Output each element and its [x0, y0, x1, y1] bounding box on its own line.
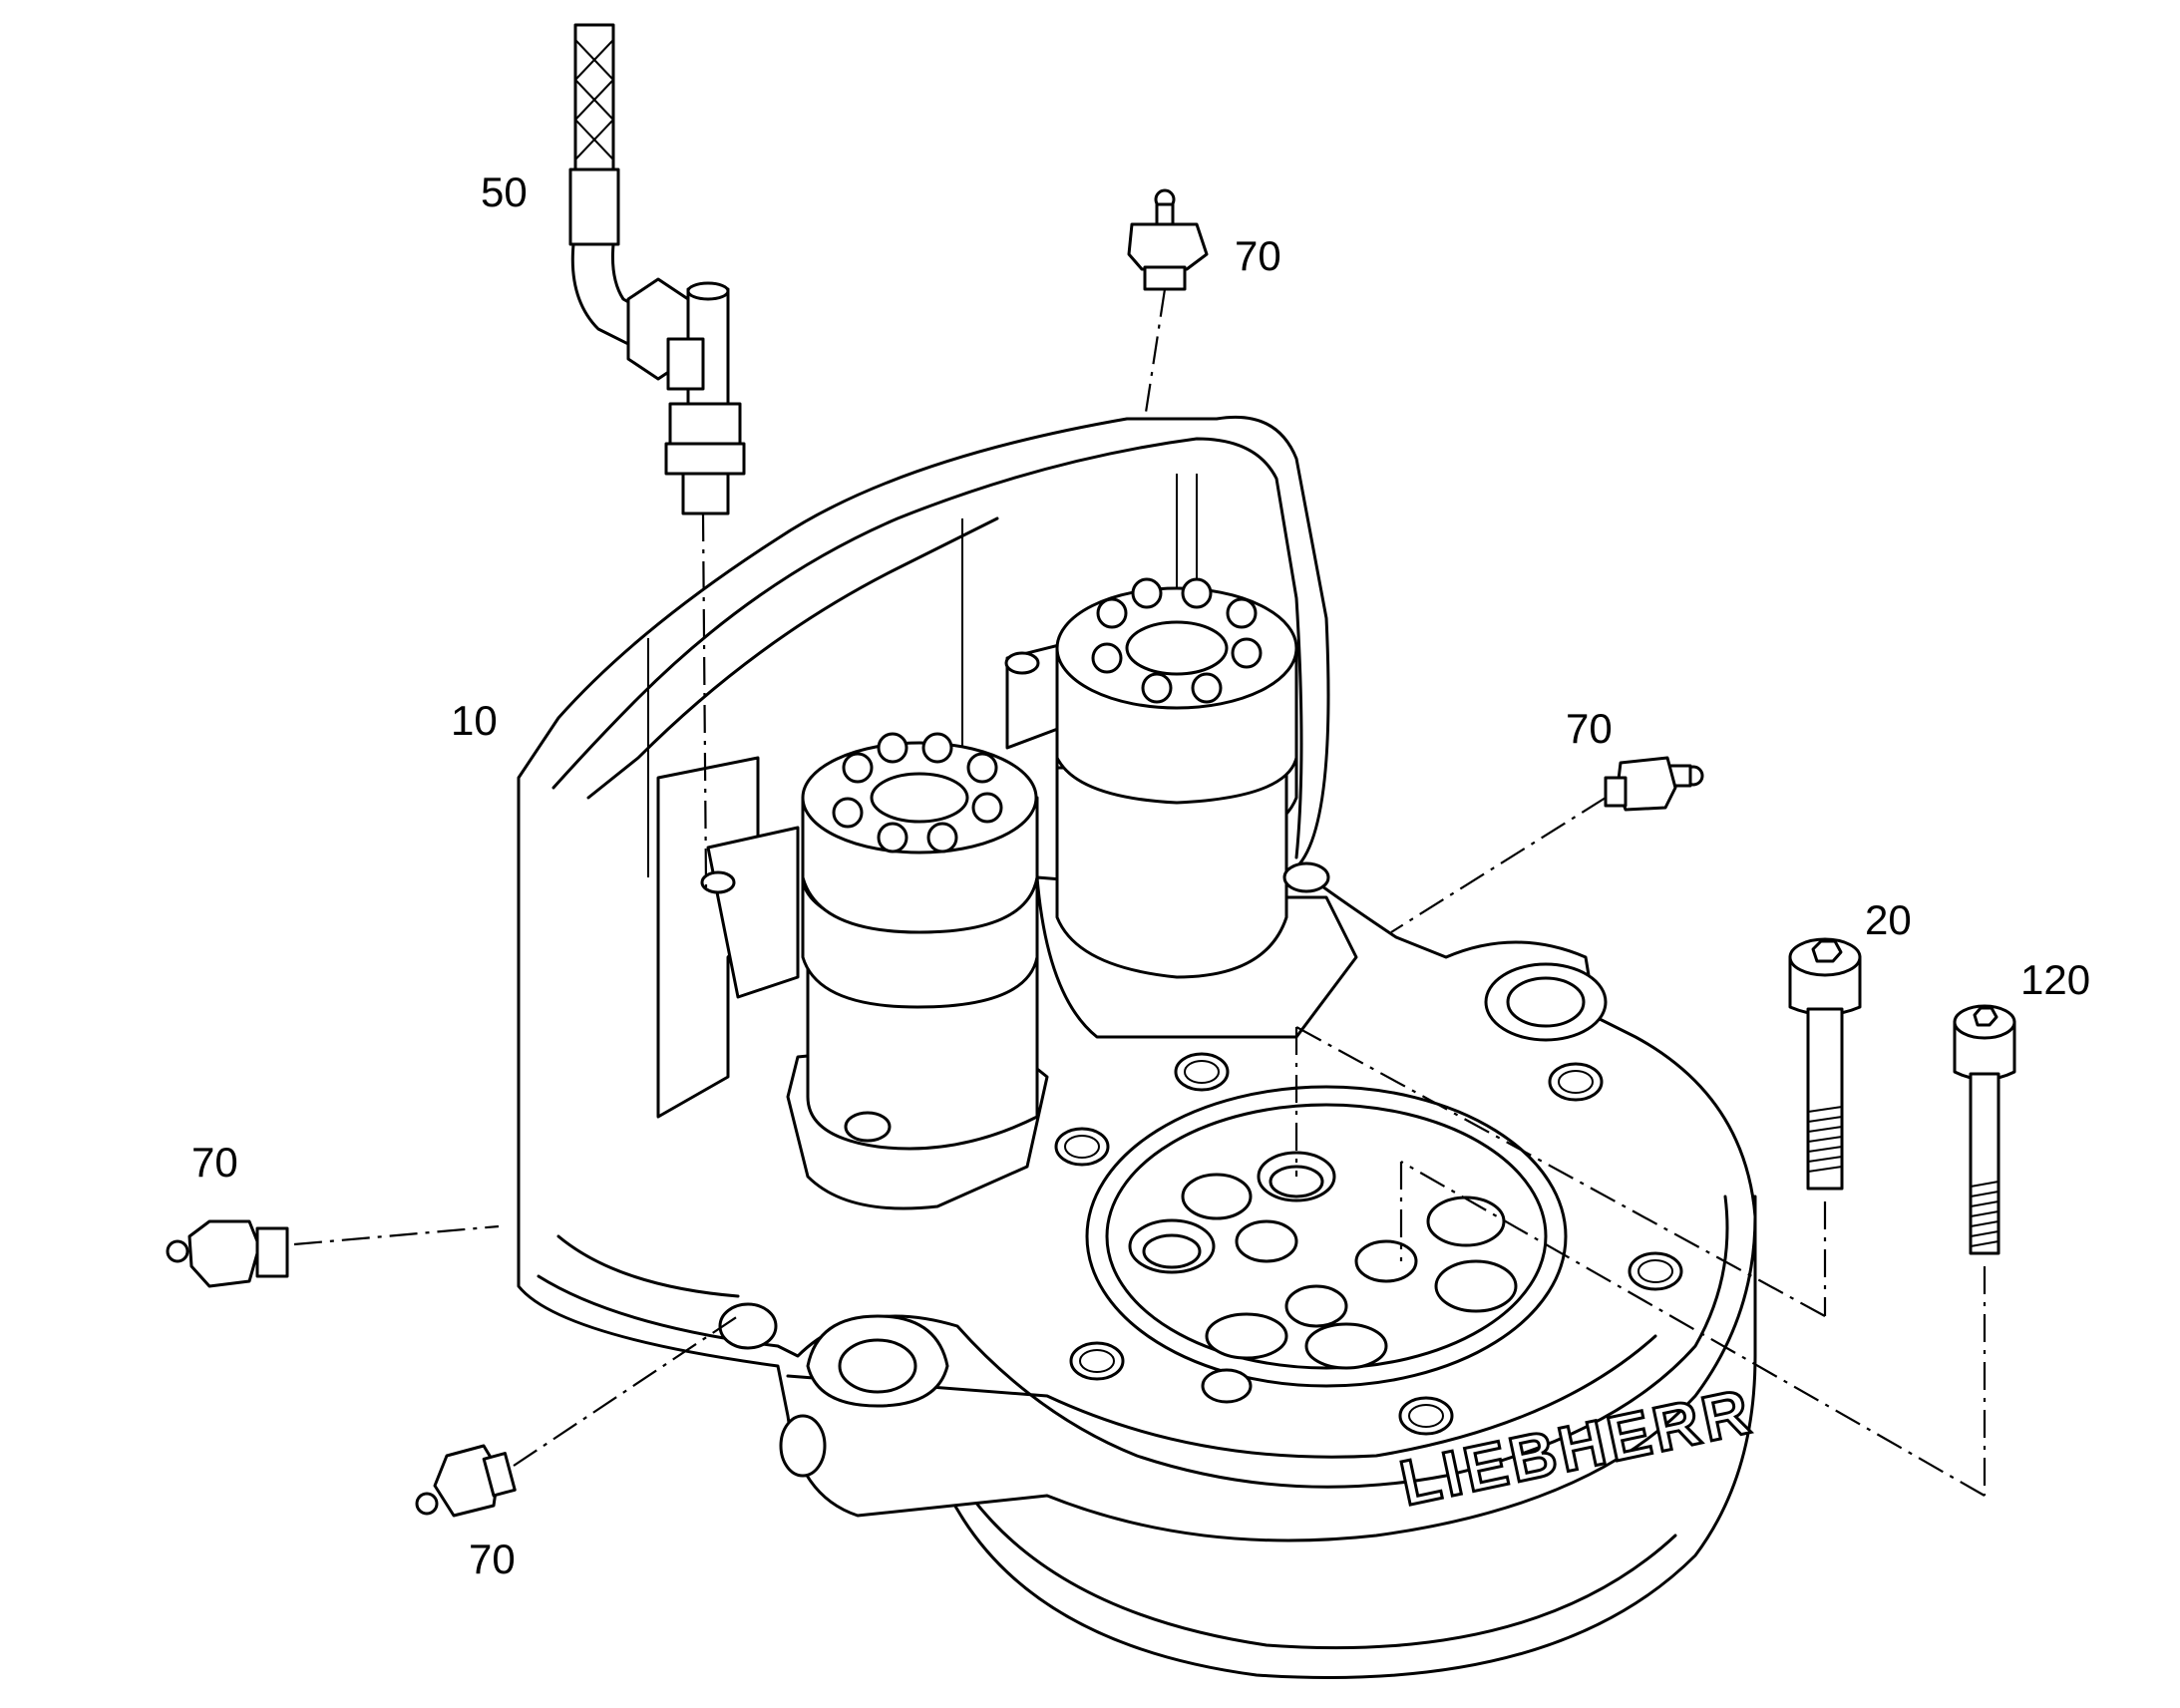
grease-nipple-right — [1604, 756, 1704, 812]
callout-50: 50 — [481, 169, 528, 215]
grease-nipple-top — [1127, 188, 1209, 291]
callout-10: 10 — [451, 697, 498, 744]
assembly-lines — [293, 288, 1987, 1497]
grease-nipple-left — [166, 1219, 289, 1288]
housing-part-10: LIEBHERR — [517, 415, 1761, 1679]
callout-120: 120 — [2020, 956, 2091, 1003]
left-hydraulic-motor — [801, 732, 1039, 1151]
right-hydraulic-motor — [1055, 577, 1330, 979]
threaded-holes — [1054, 1052, 1683, 1436]
callout-70-top: 70 — [1235, 232, 1281, 279]
callout-70-right: 70 — [1566, 705, 1613, 752]
right-motor-bolts — [1091, 577, 1263, 704]
callout-20: 20 — [1865, 896, 1912, 943]
bolt-part-20 — [1788, 937, 1862, 1191]
grease-nipple-bottom — [415, 1444, 517, 1518]
left-motor-bolts — [832, 732, 1003, 854]
bolt-part-120 — [1953, 1004, 2016, 1255]
callout-70-left: 70 — [191, 1139, 238, 1186]
hose-part-50 — [568, 23, 746, 515]
callout-70-bottom: 70 — [469, 1536, 516, 1582]
